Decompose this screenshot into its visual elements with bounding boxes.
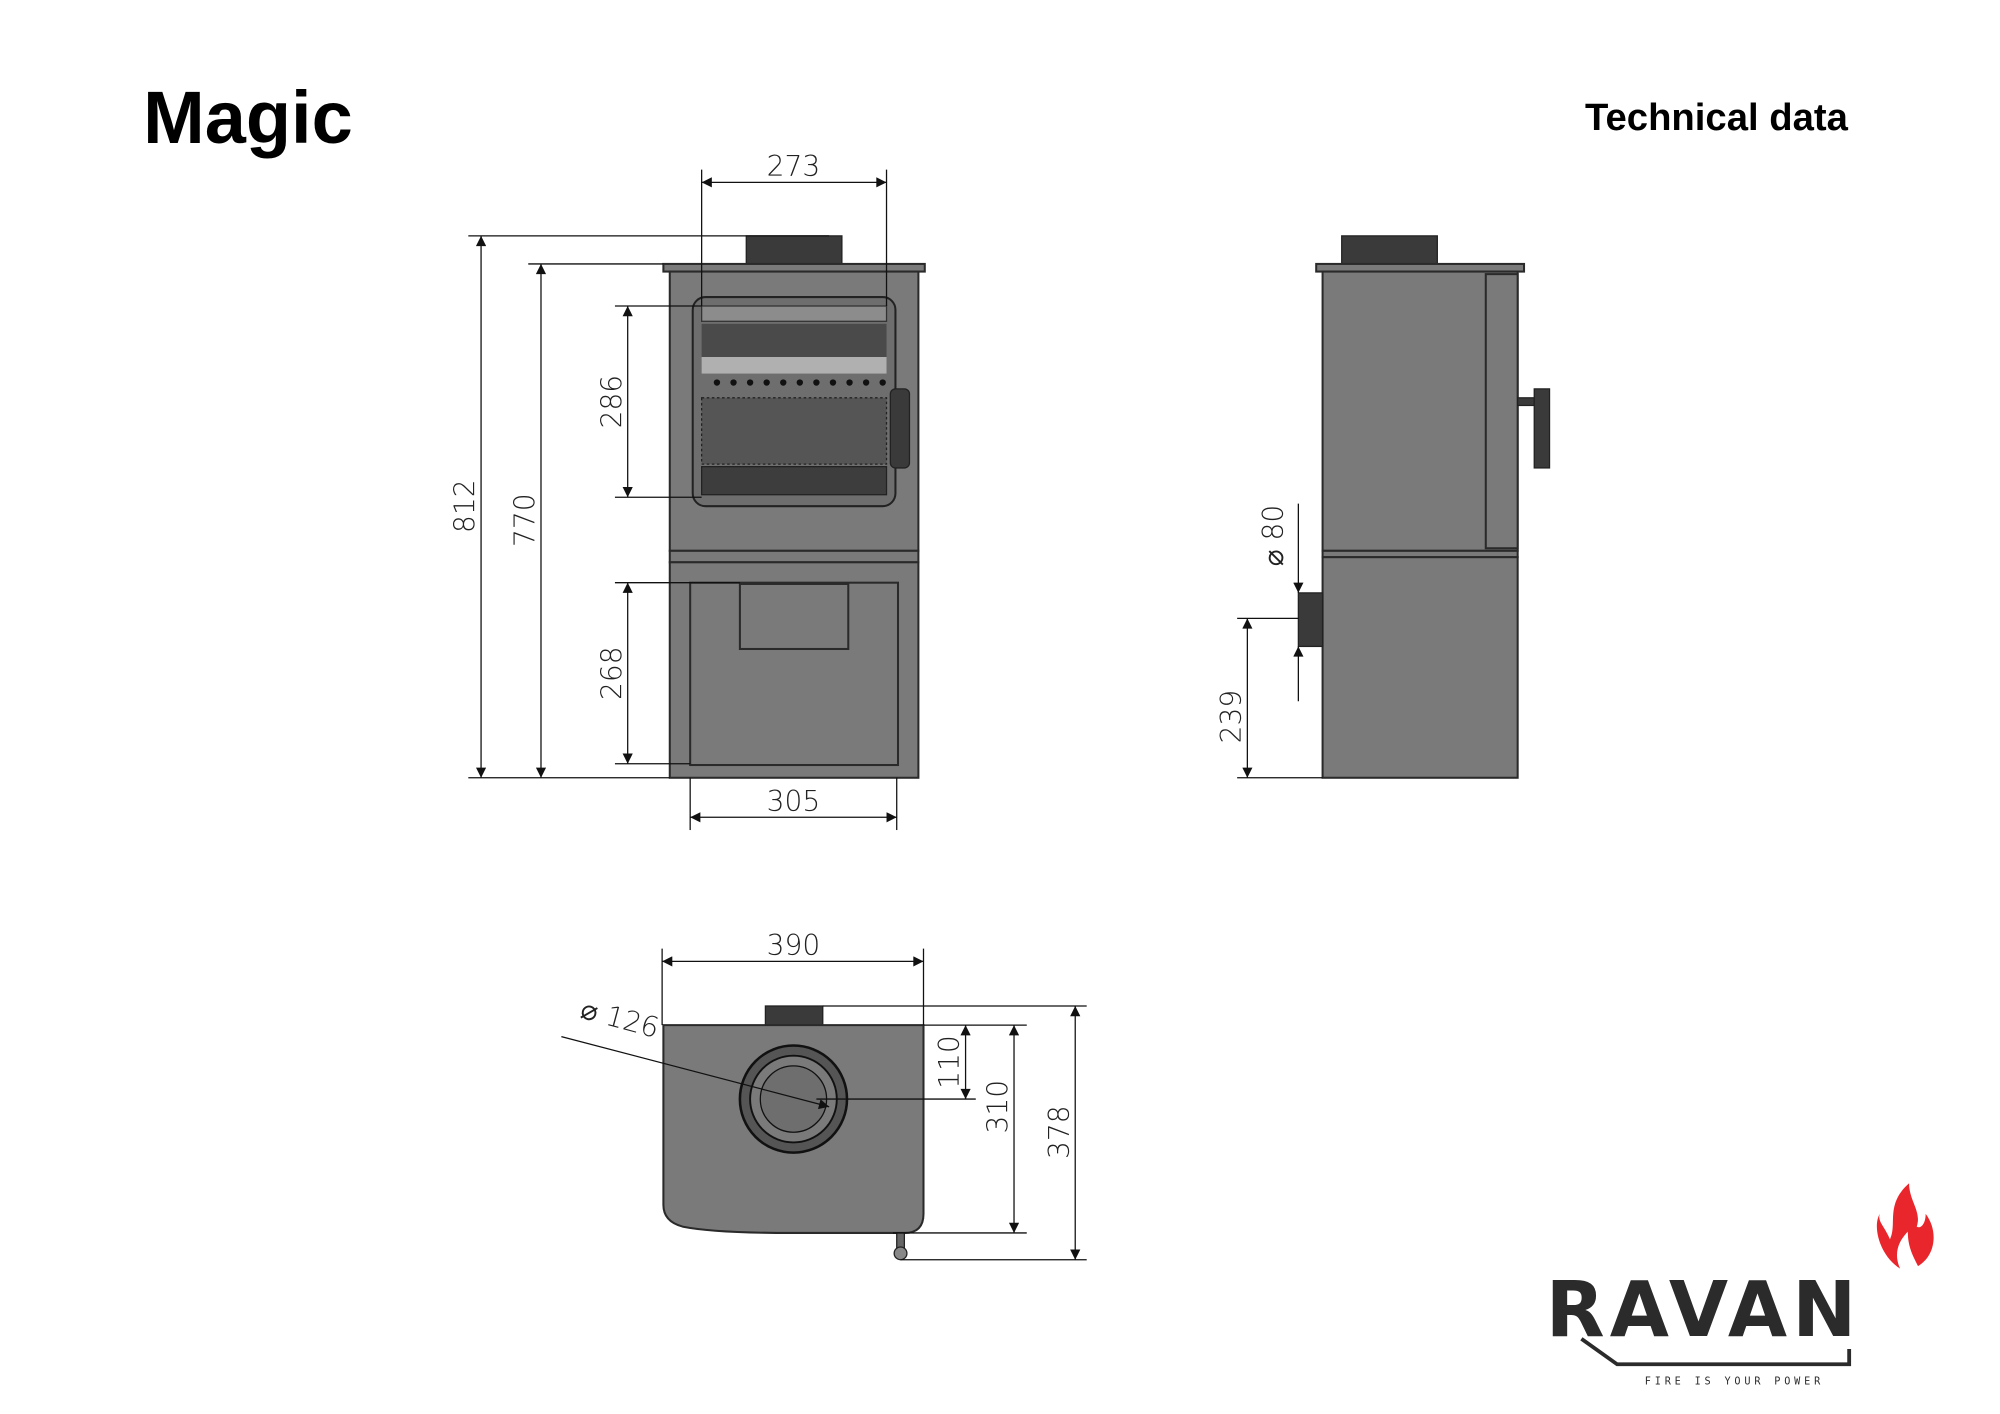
dim-310: 310 [982, 1080, 1015, 1134]
rear-flue-stub [764, 1005, 824, 1026]
plinth [668, 549, 920, 564]
top-view: 390 ⌀ 126 110 310 378 [561, 929, 1087, 1261]
dim-770: 770 [509, 493, 542, 547]
dim-diameter-80: ⌀ 80 [1257, 505, 1290, 567]
dim-812: 812 [449, 479, 482, 533]
dim-286: 286 [595, 375, 628, 429]
flue-collar [745, 235, 843, 265]
dim-273: 273 [767, 150, 821, 183]
dim-268: 268 [595, 646, 628, 700]
top-plate [662, 262, 926, 273]
dim-305: 305 [767, 785, 821, 818]
dim-239: 239 [1215, 690, 1248, 744]
rear-outlet [1297, 592, 1324, 648]
dim-110: 110 [933, 1035, 966, 1089]
dim-diameter-126: ⌀ 126 [577, 992, 662, 1044]
ravan-logo: RAVAN FIRE IS YOUR POWER [1546, 1183, 1934, 1388]
logo-tagline: FIRE IS YOUR POWER [1645, 1377, 1824, 1388]
front-view: 273 812 770 286 268 305 [449, 150, 926, 831]
side-view: ⌀ 80 239 [1215, 235, 1551, 779]
dim-378: 378 [1043, 1105, 1076, 1159]
dim-390: 390 [767, 929, 821, 962]
section-title: Technical data [1585, 96, 1849, 139]
top-plate [1315, 262, 1526, 273]
ash-pan [738, 582, 850, 651]
door-edge [1484, 273, 1519, 550]
door-handle [889, 388, 911, 469]
flue-collar [1341, 235, 1438, 265]
flame-icon [1876, 1183, 1934, 1269]
door-handle [1533, 388, 1551, 469]
handle-knob [893, 1246, 908, 1261]
logo-wordmark: RAVAN [1546, 1266, 1862, 1355]
product-title: Magic [143, 76, 353, 159]
stand [1321, 556, 1519, 779]
